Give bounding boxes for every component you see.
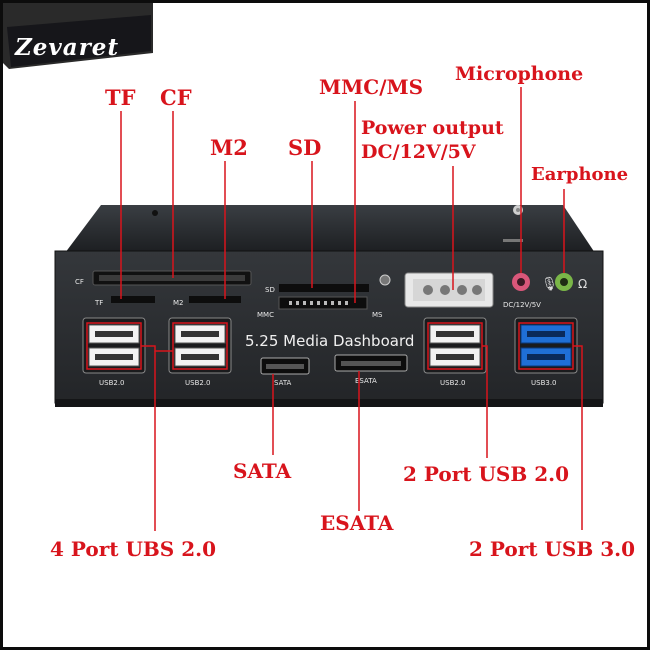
mmc-port-label: MMC — [257, 311, 274, 319]
chassis-top — [65, 205, 595, 253]
callout-usb3-2port: 2 Port USB 3.0 — [469, 537, 636, 561]
svg-text:Ω: Ω — [578, 277, 587, 291]
brand-name: Zevaret — [15, 34, 120, 61]
tf-slot — [111, 296, 155, 303]
callout-power-output: Power output DC/12V/5V — [361, 117, 504, 163]
callout-sata: SATA — [233, 459, 292, 483]
callout-earphone: Earphone — [531, 164, 629, 185]
callout-sd: SD — [288, 135, 322, 160]
m2-port-label: M2 — [173, 299, 184, 307]
usb-right-1-label: USB2.0 — [440, 379, 466, 387]
dc-port-label: DC/12V/5V — [503, 301, 541, 309]
ms-port-label: MS — [372, 311, 383, 319]
usb-right-2-label: USB3.0 — [531, 379, 557, 387]
usb3-port — [514, 317, 578, 374]
mmc-ms-slot — [278, 296, 368, 310]
sata-port-label: SATA — [274, 379, 292, 387]
callout-usb2-4port: 4 Port UBS 2.0 — [50, 537, 217, 561]
callout-esata: ESATA — [320, 511, 394, 535]
usb2-left-port-2 — [168, 317, 232, 374]
callout-microphone: Microphone — [455, 63, 584, 85]
usb-left-1-label: USB2.0 — [99, 379, 125, 387]
usb-left-2-label: USB2.0 — [185, 379, 211, 387]
callout-usb2-2port: 2 Port USB 2.0 — [403, 462, 570, 486]
callout-cf: CF — [160, 85, 192, 110]
callout-m2: M2 — [210, 135, 248, 160]
brand-badge-shape — [3, 3, 153, 69]
activity-led — [379, 274, 391, 286]
callout-tf: TF — [105, 85, 136, 110]
m2-slot — [189, 296, 241, 303]
callout-leader-lines — [120, 87, 583, 531]
usb2-right-port — [423, 317, 487, 374]
brand-badge: Zevaret — [3, 3, 153, 75]
sd-port-label: SD — [265, 286, 275, 294]
sd-slot — [279, 284, 369, 292]
svg-text:🎙: 🎙 — [541, 276, 558, 292]
media-dashboard-device: 🎙 Ω — [54, 205, 604, 407]
callout-mmc-ms: MMC/MS — [319, 75, 424, 99]
tf-port-label: TF — [95, 299, 104, 307]
panel-title: 5.25 Media Dashboard — [245, 332, 415, 350]
esata-port-label: ESATA — [355, 377, 377, 385]
usb2-left-port-1 — [82, 317, 146, 374]
cf-port-label: CF — [75, 278, 84, 286]
